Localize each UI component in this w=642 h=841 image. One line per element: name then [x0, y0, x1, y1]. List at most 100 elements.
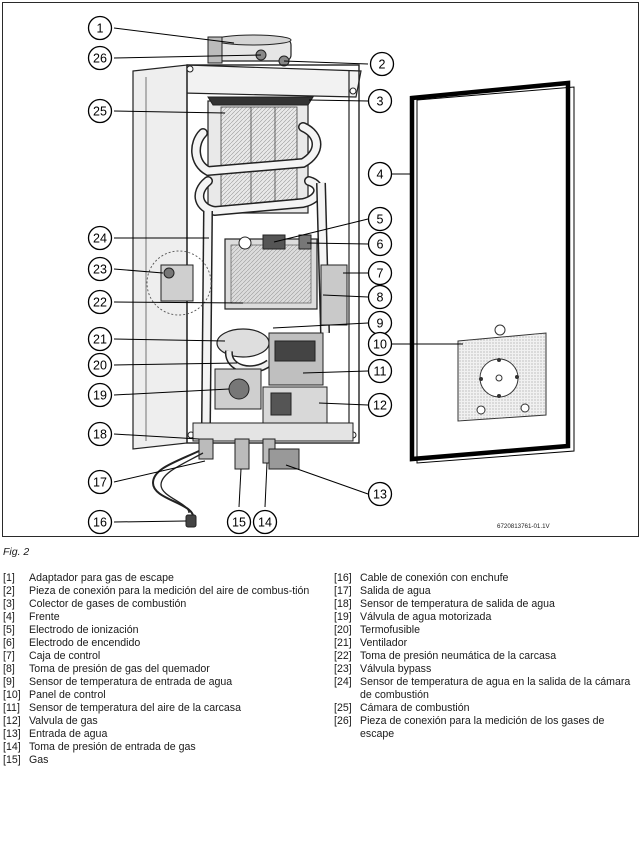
callout-3: 3	[367, 88, 393, 114]
callout-circle	[87, 98, 113, 124]
legend-number: [18]	[334, 598, 352, 610]
callout-circle	[367, 161, 393, 187]
legend-text: Sensor de temperatura del aire de la car…	[29, 702, 241, 714]
legend-item: [12]Valvula de gas	[3, 715, 315, 728]
legend-number: [8]	[3, 663, 15, 675]
callout-20: 20	[87, 352, 113, 378]
legend-text: Adaptador para gas de escape	[29, 572, 174, 584]
callout-number: 7	[377, 267, 384, 281]
callout-number: 11	[374, 365, 387, 379]
legend-text: Frente	[29, 611, 60, 623]
callout-23: 23	[87, 256, 113, 282]
legend-number: [13]	[3, 728, 21, 740]
callout-number: 1	[97, 22, 104, 36]
legend-text: Pieza de conexión para la medición del a…	[29, 585, 310, 597]
legend-item: [1]Adaptador para gas de escape	[3, 572, 315, 585]
legend-item: [22] Toma de presión neumática de la carc…	[334, 650, 639, 663]
legend-number: [11]	[3, 702, 20, 714]
callout-number: 26	[93, 52, 107, 66]
legend-number: [15]	[3, 754, 21, 766]
callout-number: 14	[258, 516, 272, 530]
callout-circle	[367, 331, 393, 357]
callout-12: 12	[367, 392, 393, 418]
legend-item: [14]Toma de presión de entrada de gas	[3, 741, 315, 754]
legend-text: Toma de presión neumática de la carcasa	[360, 650, 557, 662]
legend-text: Panel de control	[29, 689, 106, 701]
callout-11: 11	[367, 358, 393, 384]
callout-circle	[226, 509, 252, 535]
legend-item: [2] Pieza de conexión para la medición de…	[3, 585, 315, 598]
legend-text: Colector de gases de combustión	[29, 598, 187, 610]
legend-number: [17]	[334, 585, 352, 597]
callout-1: 1	[87, 15, 113, 41]
callout-25: 25	[87, 98, 113, 124]
callout-16: 16	[87, 509, 113, 535]
callout-19: 19	[87, 382, 113, 408]
callout-5: 5	[367, 206, 393, 232]
legend-item: [17] Salida de agua	[334, 585, 639, 598]
callout-number: 2	[379, 58, 386, 72]
callout-22: 22	[87, 289, 113, 315]
callout-number: 5	[377, 213, 384, 227]
legend-text: Salida de agua	[360, 585, 431, 597]
legend-number: [22]	[334, 650, 352, 662]
legend-item: [11] Sensor de temperatura del aire de la…	[3, 702, 315, 715]
legend-text: Entrada de agua	[29, 728, 108, 740]
legend-right-column: [16]Cable de conexión con enchufe[17]Sal…	[334, 572, 639, 741]
legend-text: Cámara de combustión	[360, 702, 470, 714]
legend-text: Ventilador	[360, 637, 408, 649]
callout-8: 8	[367, 284, 393, 310]
callout-circle	[367, 206, 393, 232]
callout-21: 21	[87, 326, 113, 352]
callout-10: 10	[367, 331, 393, 357]
figure-id-code: 6720813761-01.1V	[497, 523, 551, 530]
callout-2: 2	[369, 51, 395, 77]
callout-circle	[87, 45, 113, 71]
callout-number: 20	[93, 359, 107, 373]
callout-4: 4	[367, 161, 393, 187]
legend-number: [20]	[334, 624, 352, 636]
callout-circle	[87, 289, 113, 315]
legend-text: Pieza de conexión para la medición de lo…	[360, 715, 605, 740]
callout-circle	[87, 509, 113, 535]
callout-circle	[87, 382, 113, 408]
callout-circle	[367, 284, 393, 310]
legend-text: Caja de control	[29, 650, 101, 662]
legend-number: [4]	[3, 611, 15, 623]
callout-circle	[367, 392, 393, 418]
legend-number: [24]	[334, 676, 352, 688]
callout-circle	[367, 231, 393, 257]
legend-item: [20] Termofusible	[334, 624, 639, 637]
callout-circle	[87, 352, 113, 378]
legend-item: [6]Electrodo de encendido	[3, 637, 315, 650]
callout-layer: 1234567891011121314151617181920212223242…	[87, 15, 395, 535]
callout-26: 26	[87, 45, 113, 71]
legend-item: [24]Sensor de temperatura de agua en la …	[334, 676, 639, 702]
legend-number: [2]	[3, 585, 15, 597]
legend-item: [9]Sensor de temperatura de entrada de a…	[3, 676, 315, 689]
figure-caption: Fig. 2	[3, 546, 30, 558]
legend-text: Cable de conexión con enchufe	[360, 572, 509, 584]
legend-number: [14]	[3, 741, 21, 753]
front-cover-panel	[409, 80, 575, 464]
callout-number: 12	[373, 399, 387, 413]
legend-item: [18] Sensor de temperatura de salida de a…	[334, 598, 639, 611]
callout-18: 18	[87, 421, 113, 447]
legend-number: [19]	[334, 611, 352, 623]
callout-24: 24	[87, 225, 113, 251]
leader-lines	[113, 27, 463, 523]
callout-6: 6	[367, 231, 393, 257]
callout-number: 17	[93, 476, 107, 490]
legend-text: Termofusible	[360, 624, 421, 636]
legend-text: Sensor de temperatura de salida de agua	[360, 598, 555, 610]
callout-9: 9	[367, 310, 393, 336]
legend-text: Valvula de gas	[29, 715, 98, 727]
legend-text: Válvula de agua motorizada	[360, 611, 492, 623]
callout-circle	[87, 326, 113, 352]
callout-circle	[367, 260, 393, 286]
water-heater-diagram: 1234567891011121314151617181920212223242…	[87, 15, 575, 535]
legend-number: [23]	[334, 663, 352, 675]
callout-number: 6	[377, 238, 384, 252]
callout-number: 19	[93, 389, 107, 403]
